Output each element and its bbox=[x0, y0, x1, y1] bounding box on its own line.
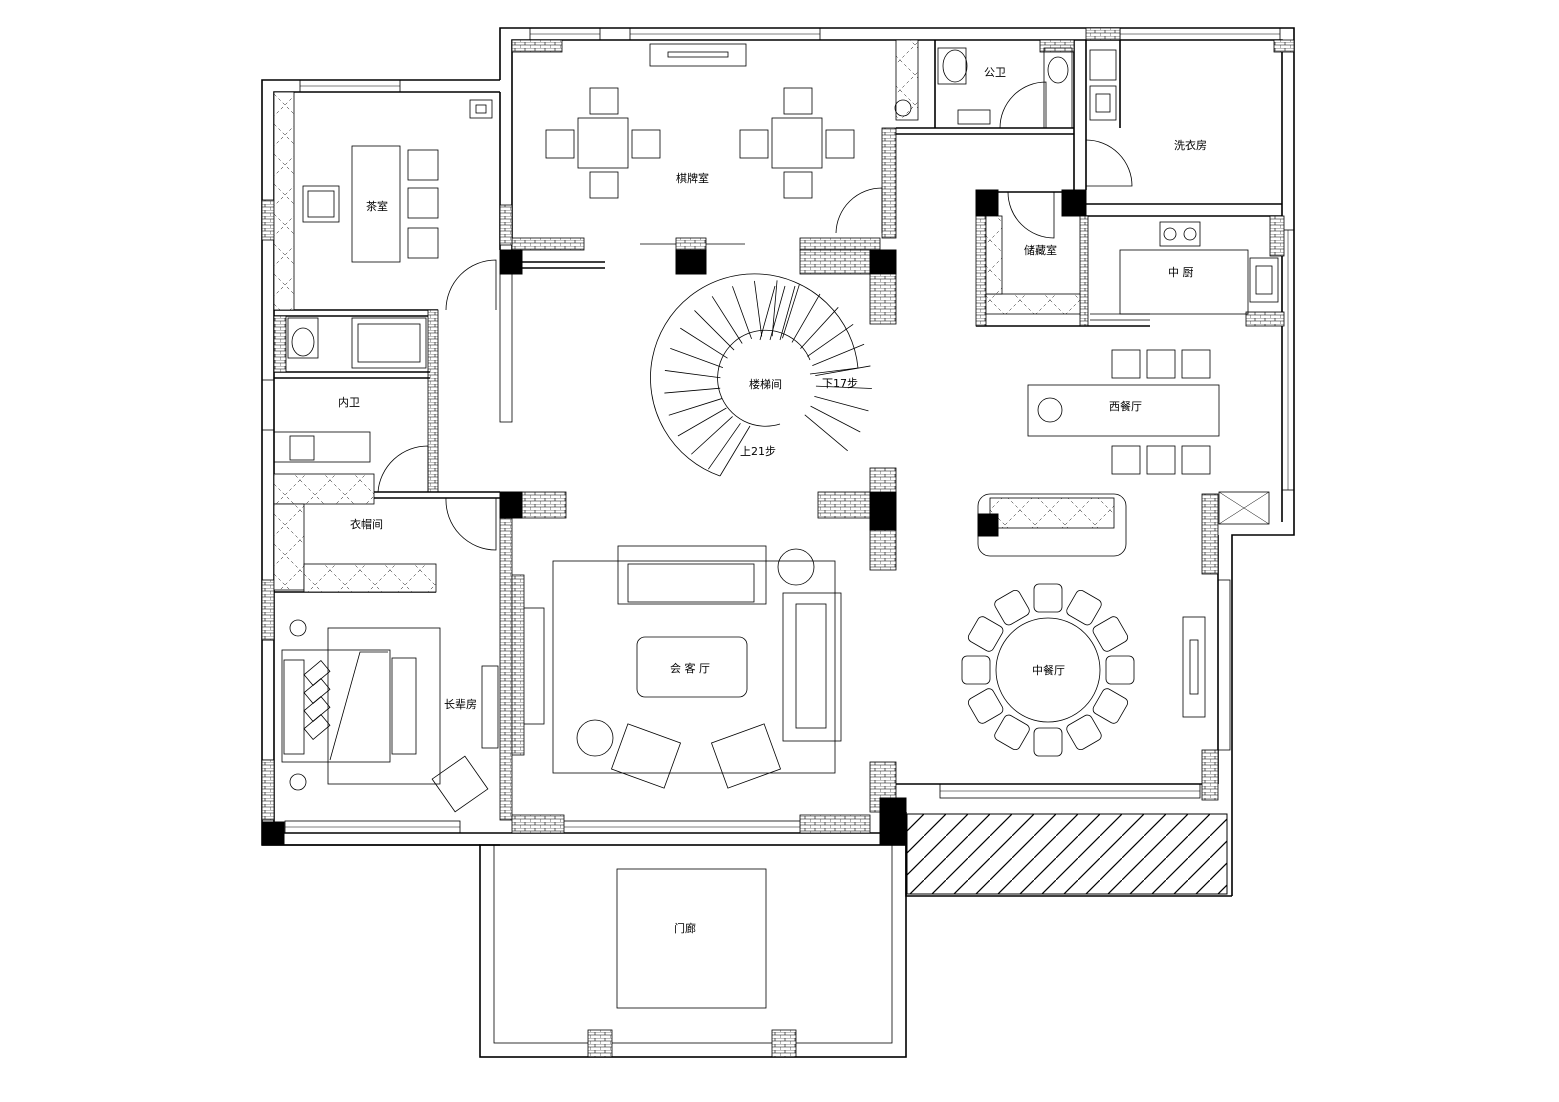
spiral-stair bbox=[650, 273, 872, 477]
stair-tread bbox=[812, 343, 865, 367]
cloakroom-closets bbox=[273, 473, 437, 593]
dining-chair bbox=[1033, 727, 1063, 757]
label-stair-up: 上21步 bbox=[740, 445, 776, 458]
label-cloakroom: 衣帽间 bbox=[350, 517, 383, 531]
label-living-room: 会 客 厅 bbox=[670, 661, 710, 675]
dining-chair bbox=[1105, 655, 1135, 685]
stair-tread bbox=[815, 365, 871, 377]
chinese-dining-furniture bbox=[961, 493, 1206, 757]
windows bbox=[261, 27, 1295, 834]
stair-tread bbox=[711, 296, 743, 344]
stair-tread bbox=[691, 416, 733, 455]
stair-tread bbox=[680, 327, 728, 359]
label-chinese-dining: 中餐厅 bbox=[1032, 663, 1065, 677]
stair-tread bbox=[800, 307, 839, 349]
dining-chair bbox=[1092, 688, 1129, 724]
stair-tread bbox=[804, 414, 848, 452]
label-porch: 门廊 bbox=[674, 921, 696, 935]
room-labels: 茶室 棋牌室 公卫 洗衣房 储藏室 中 厨 楼梯间 下17步 上21步 内卫 西… bbox=[338, 66, 1207, 935]
label-storage: 储藏室 bbox=[1024, 243, 1057, 257]
label-stair-down: 下17步 bbox=[822, 377, 858, 390]
wc-laundry-fixtures bbox=[894, 39, 1117, 129]
elder-room-furniture bbox=[281, 574, 545, 813]
dining-chair bbox=[1066, 714, 1102, 751]
inner-wc-fixtures bbox=[273, 315, 427, 463]
stair-tread bbox=[668, 398, 723, 416]
outer-walls bbox=[261, 27, 1295, 897]
label-public-wc: 公卫 bbox=[984, 66, 1006, 79]
dining-chair bbox=[994, 714, 1030, 751]
label-elder-room: 长辈房 bbox=[444, 697, 477, 711]
stair-tread bbox=[771, 280, 778, 337]
dining-chair bbox=[1092, 616, 1129, 652]
storage-kitchen-fixtures bbox=[985, 215, 1279, 315]
dining-chair bbox=[994, 589, 1030, 626]
dining-chair bbox=[967, 616, 1004, 652]
chess-room-furniture bbox=[545, 43, 855, 199]
dining-chair bbox=[1033, 583, 1063, 613]
stair-tread bbox=[670, 348, 724, 368]
label-laundry: 洗衣房 bbox=[1174, 138, 1207, 152]
label-western-dining: 西餐厅 bbox=[1109, 399, 1142, 413]
dining-chair bbox=[967, 688, 1004, 724]
doors bbox=[377, 81, 1150, 551]
stair-tread bbox=[664, 387, 721, 394]
stair-tread bbox=[694, 310, 735, 351]
label-inner-wc: 内卫 bbox=[338, 395, 360, 409]
stair-tread bbox=[732, 286, 752, 340]
inner-walls bbox=[261, 27, 1295, 846]
stair-tread bbox=[754, 280, 763, 337]
stair-tread bbox=[807, 324, 854, 357]
label-stairwell: 楼梯间 bbox=[749, 377, 782, 391]
stair-tread bbox=[664, 370, 721, 379]
dining-chair bbox=[961, 655, 991, 685]
western-dining-furniture bbox=[1027, 349, 1270, 525]
dining-chair bbox=[1066, 589, 1102, 626]
stair-tread bbox=[708, 423, 741, 470]
stair-tread bbox=[815, 385, 872, 389]
stair-tread bbox=[782, 284, 800, 339]
label-tea-room: 茶室 bbox=[366, 199, 388, 213]
stair-tread bbox=[814, 396, 869, 412]
label-kitchen: 中 厨 bbox=[1168, 266, 1194, 279]
label-chess-room: 棋牌室 bbox=[676, 171, 709, 185]
balcony-porch bbox=[479, 813, 1228, 1058]
stair-tread bbox=[810, 405, 861, 433]
living-room-furniture bbox=[552, 545, 842, 789]
stair-tread bbox=[677, 407, 727, 437]
tea-room-furniture bbox=[273, 91, 493, 311]
stair-tread bbox=[791, 293, 821, 343]
